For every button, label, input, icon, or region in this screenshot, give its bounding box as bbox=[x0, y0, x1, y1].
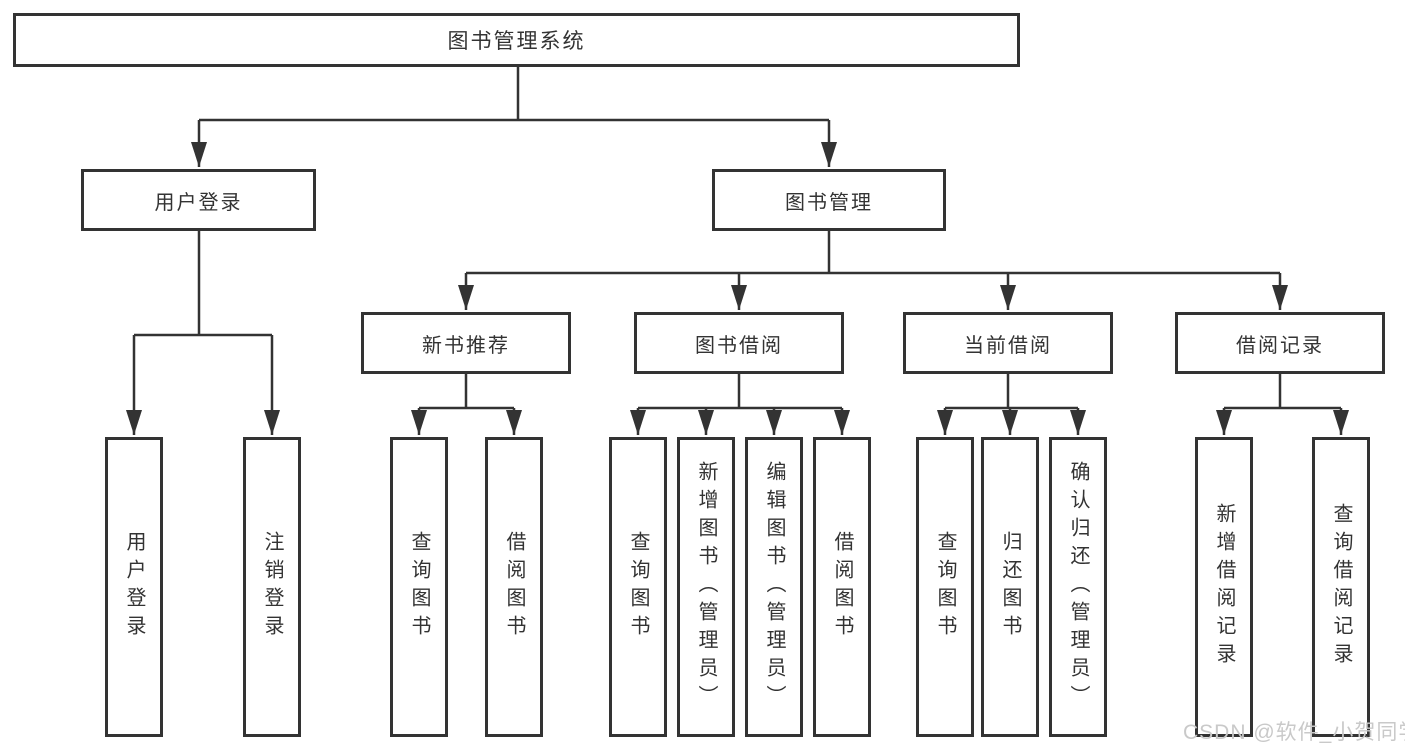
node-user-login-label: 用户登录 bbox=[154, 191, 243, 214]
node-current-borrowing: 当前借阅 bbox=[903, 312, 1113, 374]
leaf-borrow-books-recommend: 借阅图书 bbox=[485, 437, 543, 737]
node-borrowing-records: 借阅记录 bbox=[1175, 312, 1385, 374]
connector-book-management-rail bbox=[466, 231, 1280, 275]
csdn-watermark: CSDN @软件_小贺同学 bbox=[1183, 721, 1405, 744]
node-library-management-system-label: 图书管理系统 bbox=[447, 30, 586, 53]
leaf-query-books-borrowing: 查询图书 bbox=[609, 437, 667, 737]
node-new-book-recommendation: 新书推荐 bbox=[361, 312, 571, 374]
connector-new-book-rail bbox=[419, 374, 514, 410]
leaf-user-login-label: 用户登录 bbox=[123, 531, 145, 643]
leaf-borrow-books-borrowing-label: 借阅图书 bbox=[831, 531, 853, 643]
leaf-borrow-books-recommend-label: 借阅图书 bbox=[503, 531, 525, 643]
leaf-add-books-admin-label: 新增图书（管理员） bbox=[695, 461, 717, 713]
leaf-return-books-label: 归还图书 bbox=[999, 531, 1021, 643]
leaf-edit-books-admin-label: 编辑图书（管理员） bbox=[763, 461, 785, 713]
leaf-confirm-return-admin-label: 确认归还（管理员） bbox=[1067, 461, 1089, 713]
node-borrowing-records-label: 借阅记录 bbox=[1236, 334, 1324, 357]
leaf-user-login: 用户登录 bbox=[105, 437, 163, 737]
connector-user-login-rail bbox=[134, 231, 272, 337]
node-new-book-recommendation-label: 新书推荐 bbox=[422, 334, 510, 357]
connector-book-borrowing-rail bbox=[638, 374, 842, 410]
leaf-logout: 注销登录 bbox=[243, 437, 301, 737]
leaf-query-books-current: 查询图书 bbox=[916, 437, 974, 737]
leaf-query-books-borrowing-label: 查询图书 bbox=[627, 531, 649, 643]
node-book-management: 图书管理 bbox=[712, 169, 946, 231]
connector-borrowing-records-rail bbox=[1224, 374, 1341, 410]
leaf-query-borrow-record: 查询借阅记录 bbox=[1312, 437, 1370, 737]
leaf-logout-label: 注销登录 bbox=[261, 531, 283, 643]
leaf-query-books-recommend-label: 查询图书 bbox=[408, 531, 430, 643]
node-book-management-label: 图书管理 bbox=[785, 191, 873, 214]
leaf-borrow-books-borrowing: 借阅图书 bbox=[813, 437, 871, 737]
leaf-query-books-current-label: 查询图书 bbox=[934, 531, 956, 643]
connector-root-rail bbox=[199, 66, 829, 122]
leaf-query-books-recommend: 查询图书 bbox=[390, 437, 448, 737]
leaf-add-borrow-record-label: 新增借阅记录 bbox=[1213, 503, 1235, 671]
node-book-borrowing: 图书借阅 bbox=[634, 312, 844, 374]
leaf-add-books-admin: 新增图书（管理员） bbox=[677, 437, 735, 737]
leaf-edit-books-admin: 编辑图书（管理员） bbox=[745, 437, 803, 737]
leaf-query-borrow-record-label: 查询借阅记录 bbox=[1330, 503, 1352, 671]
node-user-login: 用户登录 bbox=[81, 169, 316, 231]
leaf-add-borrow-record: 新增借阅记录 bbox=[1195, 437, 1253, 737]
node-library-management-system: 图书管理系统 bbox=[13, 13, 1020, 67]
leaf-confirm-return-admin: 确认归还（管理员） bbox=[1049, 437, 1107, 737]
node-current-borrowing-label: 当前借阅 bbox=[964, 334, 1052, 357]
node-book-borrowing-label: 图书借阅 bbox=[695, 334, 783, 357]
connector-current-borrowing-rail bbox=[945, 374, 1078, 410]
leaf-return-books: 归还图书 bbox=[981, 437, 1039, 737]
